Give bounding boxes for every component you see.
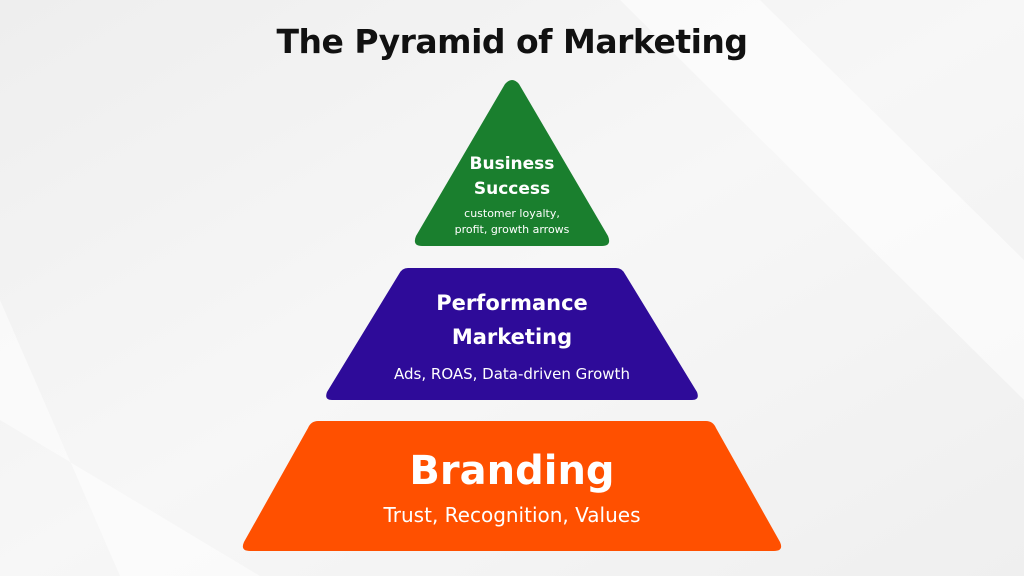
top-tier-subtitle-line2: profit, growth arrows <box>454 223 570 236</box>
middle-tier-title-line1: Performance <box>436 291 588 315</box>
top-tier-title: Business Success <box>412 152 612 202</box>
bottom-tier-text: Branding Trust, Recognition, Values <box>250 446 774 528</box>
middle-tier-title-line2: Marketing <box>451 325 573 349</box>
top-tier-title-line1: Business <box>469 154 555 174</box>
pyramid-top-tier <box>414 80 610 246</box>
page-title: The Pyramid of Marketing <box>276 22 748 61</box>
pyramid-middle-tier <box>326 268 698 400</box>
top-tier-subtitle-line1: customer loyalty, <box>464 207 560 220</box>
middle-tier-text: Performance Marketing Ads, ROAS, Data-dr… <box>330 286 694 384</box>
pyramid-bottom-tier <box>242 421 782 551</box>
top-tier-subtitle: customer loyalty, profit, growth arrows <box>412 206 612 238</box>
middle-tier-title: Performance Marketing <box>330 286 694 354</box>
bottom-tier-title: Branding <box>409 448 615 494</box>
top-tier-text: Business Success customer loyalty, profi… <box>412 152 612 238</box>
bottom-tier-subtitle: Trust, Recognition, Values <box>383 503 641 527</box>
top-tier-title-line2: Success <box>473 179 551 199</box>
middle-tier-subtitle: Ads, ROAS, Data-driven Growth <box>394 365 630 383</box>
